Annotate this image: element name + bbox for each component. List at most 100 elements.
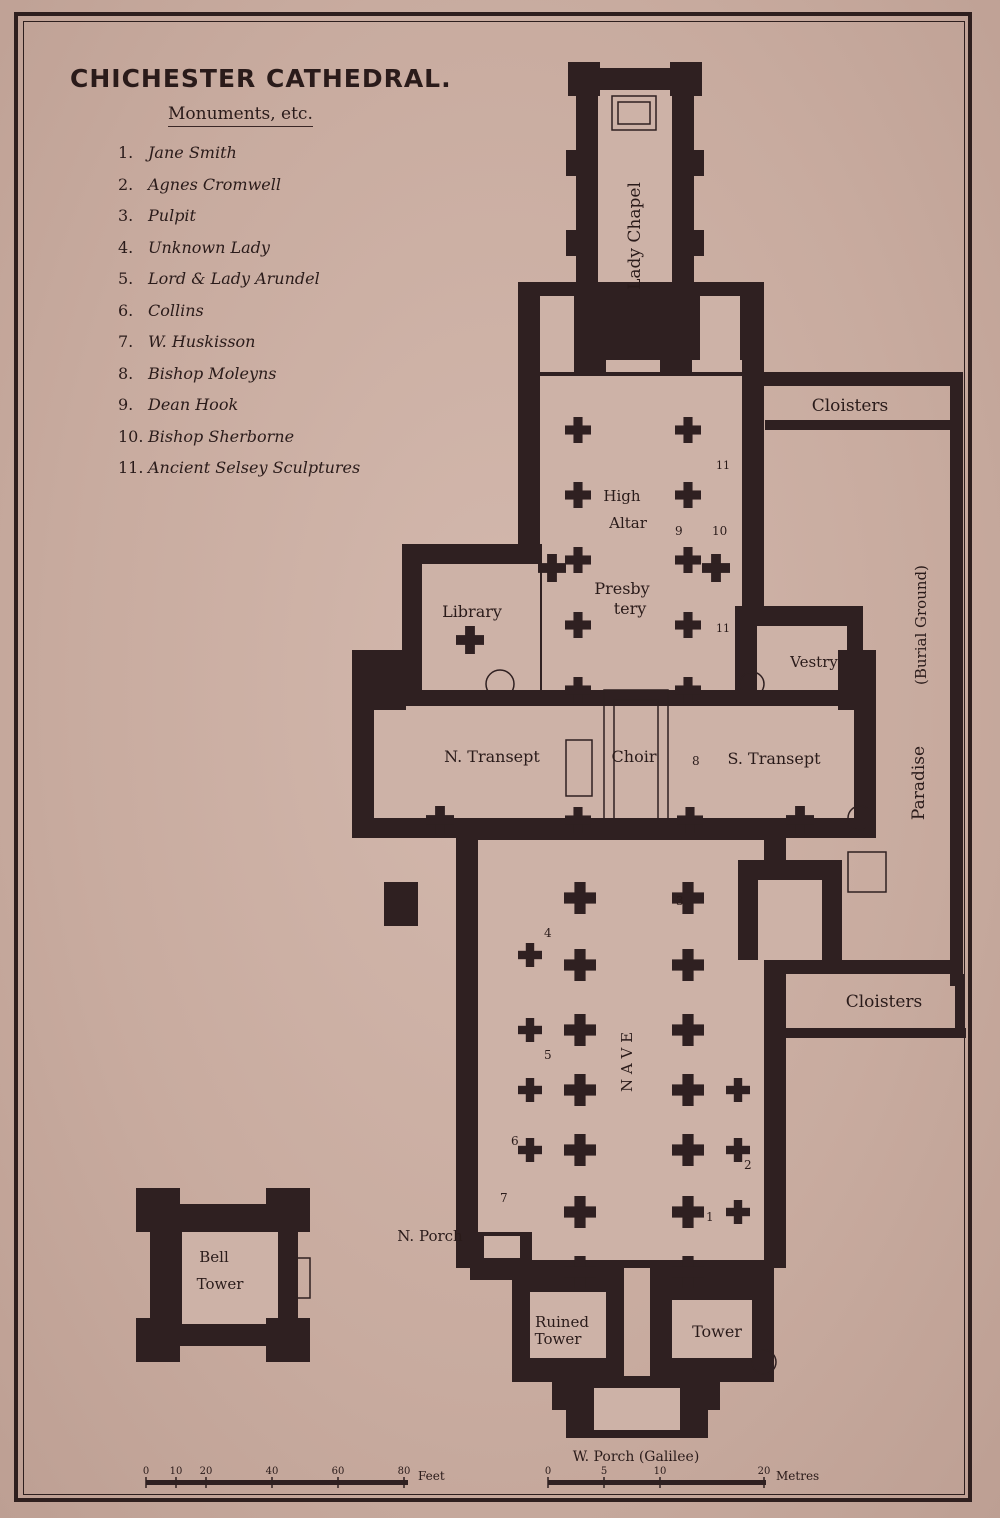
label-burial-ground: (Burial Ground) [912, 565, 930, 685]
legend-item-name: Lord & Lady Arundel [148, 269, 320, 288]
legend-item: 5. Lord & Lady Arundel [118, 269, 360, 301]
legend-item: 7. W. Huskisson [118, 332, 360, 364]
pier [672, 1196, 704, 1228]
marker-9: 9 [675, 524, 683, 538]
legend-item-number: 10. [118, 426, 144, 446]
label-presbytery-1: Presby [594, 579, 649, 598]
pier [538, 554, 566, 582]
legend-item: 9. Dean Hook [118, 395, 360, 427]
legend-item: 2. Agnes Cromwell [118, 175, 360, 207]
marker-8: 8 [692, 754, 700, 768]
legend-item: 1.Jane Smith [118, 143, 360, 175]
scale-tick-label: 20 [200, 1466, 213, 1477]
marker-6: 6 [511, 1134, 519, 1148]
pier [564, 949, 596, 981]
legend-item-number: 8. [118, 363, 134, 383]
pier [786, 806, 814, 834]
legend-item-name: W. Huskisson [148, 332, 256, 351]
label-bell-2: Tower [197, 1275, 245, 1293]
pier [677, 807, 703, 833]
legend-item-name: Pulpit [148, 206, 196, 225]
legend-item-number: 3. [118, 206, 134, 225]
label-high-altar-2: Altar [608, 514, 648, 532]
legend-item-name: Ancient Selsey Sculptures [148, 458, 361, 477]
scale-tick-label: 10 [170, 1466, 183, 1477]
legend-item-name: Bishop Moleyns [148, 363, 277, 383]
scale-tick-label: 0 [143, 1466, 149, 1477]
legend-item-name: Jane Smith [148, 143, 237, 162]
pier [672, 1256, 704, 1288]
legend-item-number: 2. [118, 174, 134, 194]
pier [564, 1074, 596, 1106]
legend-item-name: Dean Hook [148, 395, 239, 414]
pier [426, 806, 454, 834]
monument-markers: 1 2 3 4 5 6 7 8 9 10 11 11 [500, 459, 752, 1224]
legend-item-number: 5. [118, 269, 134, 288]
pier [456, 626, 484, 654]
marker-3: 3 [676, 894, 684, 908]
label-w-porch: W. Porch (Galilee) [573, 1449, 700, 1465]
pier [564, 1256, 596, 1288]
pier-group [426, 417, 814, 1288]
pier [726, 1138, 750, 1162]
marker-10: 10 [712, 524, 727, 538]
pier [518, 1018, 542, 1042]
pier [702, 554, 730, 582]
pier [518, 943, 542, 967]
pier [565, 677, 591, 703]
legend-item-number: 7. [118, 332, 134, 351]
label-ruined-1: Ruined [535, 1313, 589, 1331]
legend-item: 6.Collins [118, 301, 360, 333]
scale-tick-label: 40 [266, 1466, 279, 1477]
presbytery-aisles [518, 282, 764, 712]
pier [518, 1078, 542, 1102]
feet-scale-bar [145, 1477, 408, 1488]
pier [565, 807, 591, 833]
label-cloisters-south: Cloisters [846, 992, 923, 1012]
legend-item: 3. Pulpit [118, 206, 360, 238]
scale-tick-label: 20 [758, 1466, 771, 1477]
marker-11a: 11 [716, 459, 730, 472]
scale-tick-label: 5 [601, 1466, 607, 1477]
pier [672, 882, 704, 914]
label-choir: Choir [612, 747, 657, 766]
legend-item-number: 11. [118, 458, 144, 477]
outer-frame [14, 12, 972, 1502]
marker-1: 1 [706, 1210, 714, 1224]
pier [565, 417, 591, 443]
label-bell-1: Bell [199, 1248, 229, 1266]
pier [672, 1074, 704, 1106]
label-lady-chapel: Lady Chapel [625, 182, 645, 290]
legend-item-name: Unknown Lady [148, 237, 270, 257]
marker-4: 4 [544, 926, 552, 940]
metres-scale-unit: Metres [776, 1469, 819, 1483]
pier [675, 677, 701, 703]
pier [726, 1200, 750, 1224]
legend-item: 10.Bishop Sherborne [118, 427, 360, 459]
bell-tower [136, 1188, 311, 1362]
label-cloisters-north: Cloisters [812, 396, 889, 416]
pier [564, 882, 596, 914]
marker-11b: 11 [716, 622, 730, 635]
legend-heading: Monuments, etc. [168, 104, 313, 127]
pier [564, 1196, 596, 1228]
legend-item-number: 9. [118, 395, 134, 414]
pier [675, 547, 701, 573]
cloister-walls [745, 372, 966, 1038]
west-front [470, 1232, 777, 1438]
marker-7: 7 [500, 1191, 508, 1205]
label-n-porch: N. Porch [397, 1227, 463, 1245]
pier [675, 417, 701, 443]
legend-item: 4. Unknown Lady [118, 238, 360, 270]
nave-block [384, 820, 887, 1268]
scale-tick-label: 60 [332, 1466, 345, 1477]
label-vestry: Vestry [789, 653, 838, 671]
legend-item-name: Bishop Sherborne [148, 426, 295, 446]
legend-item-name: Agnes Cromwell [148, 174, 281, 194]
legend-item-name: Collins [148, 300, 204, 320]
legend-item-number: 4. [118, 237, 134, 257]
